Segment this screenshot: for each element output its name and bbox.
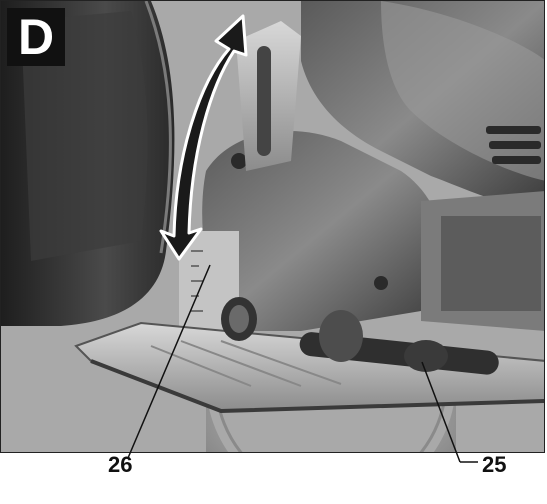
leader-25-diag [421,361,461,463]
base-plate-ribs [150,340,342,387]
battery-highlight [21,11,148,261]
figure-label-badge: D [7,8,65,66]
callout-25: 25 [482,452,507,477]
blade-guard-edge [214,380,448,452]
vent-slots [486,126,541,164]
illustration-frame: D [0,0,545,453]
battery-edge [144,1,172,254]
lever-collar [319,310,363,362]
lever-knob [404,340,448,372]
depth-slot [257,46,271,156]
callout-26: 26 [108,452,133,477]
handle-shape [381,1,544,181]
guard-panel [441,216,541,311]
leader-26 [127,264,211,459]
circular-saw-illustration [1,1,544,452]
left-knob-face [229,305,249,333]
housing-screw [374,276,388,290]
depth-scale-ticks [191,250,203,312]
double-arrow [159,14,248,261]
housing-screw [231,153,247,169]
